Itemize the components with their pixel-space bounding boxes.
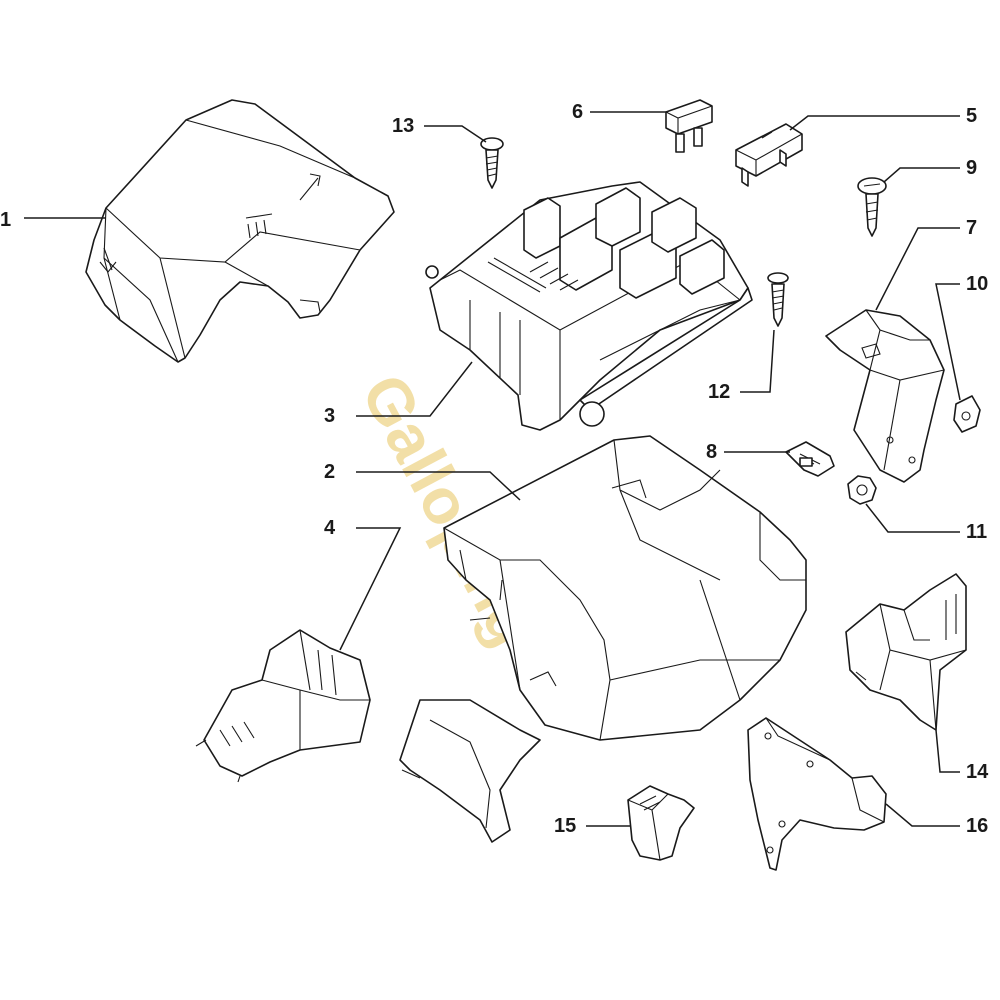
callout-8: 8 xyxy=(706,441,717,463)
callout-12: 12 xyxy=(708,381,730,403)
callout-10: 10 xyxy=(966,273,988,295)
part-4-bracket[interactable] xyxy=(195,629,371,783)
callout-6: 6 xyxy=(572,101,583,123)
callout-16: 16 xyxy=(966,815,988,837)
part-13-screw[interactable] xyxy=(480,137,504,189)
part-15-bracket[interactable] xyxy=(627,785,695,861)
callout-1: 1 xyxy=(0,209,11,231)
callout-2: 2 xyxy=(324,461,335,483)
callout-14: 14 xyxy=(966,761,989,783)
leader-2 xyxy=(356,471,521,501)
part-11-nut[interactable] xyxy=(847,475,877,505)
part-14-bracket[interactable] xyxy=(845,573,967,731)
part-8-clip[interactable] xyxy=(785,441,835,477)
callout-13: 13 xyxy=(392,115,414,137)
callout-15: 15 xyxy=(554,815,576,837)
leader-10 xyxy=(935,283,961,401)
callout-7: 7 xyxy=(966,217,977,239)
callout-3: 3 xyxy=(324,405,335,427)
callout-11: 11 xyxy=(966,521,987,543)
leader-5 xyxy=(789,115,960,131)
leader-4 xyxy=(339,527,402,651)
leader-13 xyxy=(424,125,487,143)
part-16-bracket[interactable] xyxy=(747,717,887,871)
callout-4: 4 xyxy=(324,517,336,539)
leader-7 xyxy=(875,227,960,311)
part-5-maxi-fuse[interactable] xyxy=(735,123,803,187)
callout-labels: 1 2 3 4 5 6 7 8 9 10 11 12 13 14 15 16 xyxy=(0,101,989,837)
leader-9 xyxy=(883,167,960,183)
leader-16 xyxy=(885,803,960,827)
part-9-screw[interactable] xyxy=(857,177,887,237)
part-7-bracket[interactable] xyxy=(825,309,945,483)
leader-14 xyxy=(935,729,960,773)
part-3-fuse-box[interactable] xyxy=(425,181,753,431)
part-6-blade-fuse[interactable] xyxy=(665,99,713,153)
part-12-screw[interactable] xyxy=(767,272,789,327)
callout-5: 5 xyxy=(966,105,977,127)
leader-3 xyxy=(356,361,473,417)
callout-9: 9 xyxy=(966,157,977,179)
part-1-cover[interactable] xyxy=(85,99,395,363)
part-2-housing[interactable] xyxy=(399,435,807,843)
leader-12 xyxy=(740,329,775,393)
leader-lines xyxy=(24,111,961,827)
leader-11 xyxy=(865,503,960,533)
part-10-clip[interactable] xyxy=(953,395,981,433)
